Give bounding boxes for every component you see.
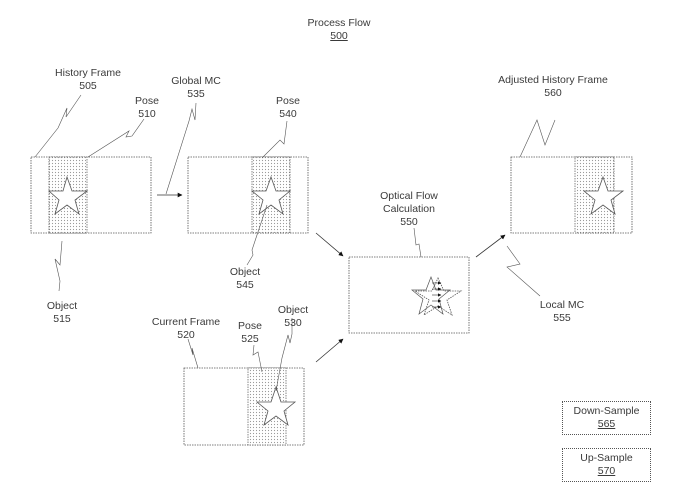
leader-object-515 <box>54 240 63 292</box>
label-text: Object <box>229 266 261 278</box>
label-ref: 505 <box>79 80 97 92</box>
global-mc-frame <box>187 156 309 234</box>
label-ref: 525 <box>241 333 259 345</box>
object-star-560 <box>582 175 625 216</box>
object-star-545 <box>250 175 292 216</box>
object-star-shifted <box>411 276 451 315</box>
label-history-frame: History Frame 505 <box>55 67 121 93</box>
arrow-global-to-flow <box>315 232 344 257</box>
label-ref: 510 <box>138 108 156 120</box>
leader-lines <box>34 94 556 392</box>
label-adjusted-history-frame: Adjusted History Frame 560 <box>498 74 608 100</box>
adjusted-history-frame-560 <box>510 156 633 234</box>
leader-pose-540 <box>261 120 288 159</box>
label-text: Adjusted History Frame <box>498 74 608 86</box>
label-ref: 530 <box>284 317 302 329</box>
object-star-530 <box>255 385 297 427</box>
legend-ref: 570 <box>597 465 616 477</box>
label-object-530: Object 530 <box>278 304 308 330</box>
label-ref: 540 <box>279 108 297 120</box>
label-text: Pose <box>238 320 262 332</box>
leader-object-545 <box>246 204 268 266</box>
arrow-current-to-flow <box>315 338 344 363</box>
diagram-title: Process Flow 500 <box>307 17 370 43</box>
label-global-mc: Global MC 535 <box>171 75 221 101</box>
legend-text: Down-Sample <box>573 405 640 417</box>
label-text: Object <box>46 300 78 312</box>
label-text: Pose <box>276 95 300 107</box>
label-object-545: Object 545 <box>230 266 260 292</box>
label-ref: 550 <box>400 216 418 228</box>
title-text: Process Flow <box>307 17 371 29</box>
label-pose-525: Pose 525 <box>238 320 262 346</box>
leader-pose-510 <box>87 118 145 158</box>
label-ref: 515 <box>53 313 71 325</box>
label-pose-540: Pose 540 <box>276 95 300 121</box>
legend-down-sample: Down-Sample 565 <box>562 401 651 435</box>
arrow-flow-to-adjusted <box>475 234 506 258</box>
leader-global-mc <box>165 102 197 195</box>
label-text: Pose <box>135 95 159 107</box>
label-object-515: Object 515 <box>47 300 77 326</box>
label-optical-flow: Optical Flow Calculation 550 <box>380 190 438 229</box>
leader-optical-flow <box>413 227 422 258</box>
label-ref: 545 <box>236 279 254 291</box>
label-text-line2: Calculation <box>383 203 435 215</box>
label-text: History Frame <box>55 67 121 79</box>
leader-pose-525 <box>252 344 263 373</box>
flow-vectors <box>432 281 442 309</box>
leader-current-frame <box>187 338 199 369</box>
optical-flow-frame <box>348 256 470 334</box>
leader-history-frame <box>34 94 82 158</box>
label-ref: 555 <box>553 312 571 324</box>
label-pose-510: Pose 510 <box>135 95 159 121</box>
leader-object-530 <box>275 318 293 392</box>
history-frame-505 <box>30 156 152 234</box>
label-text: Object <box>277 304 309 316</box>
legend-ref: 565 <box>597 418 616 430</box>
label-text-line1: Optical Flow <box>380 190 438 202</box>
label-local-mc: Local MC 555 <box>540 299 584 325</box>
label-text: Local MC <box>539 299 585 311</box>
leader-local-mc <box>506 245 541 297</box>
legend-up-sample: Up-Sample 570 <box>562 448 651 482</box>
label-ref: 535 <box>187 88 205 100</box>
label-text: Global MC <box>171 75 221 87</box>
legend-text: Up-Sample <box>580 452 633 464</box>
object-star-515 <box>47 175 89 216</box>
flow-arrows <box>157 192 506 363</box>
label-ref: 520 <box>177 329 195 341</box>
label-text: Current Frame <box>151 316 221 328</box>
label-ref: 560 <box>544 87 562 99</box>
current-frame-520 <box>183 367 305 446</box>
title-ref: 500 <box>330 30 348 42</box>
leader-adjusted-frame <box>519 119 556 158</box>
label-current-frame: Current Frame 520 <box>152 316 220 342</box>
